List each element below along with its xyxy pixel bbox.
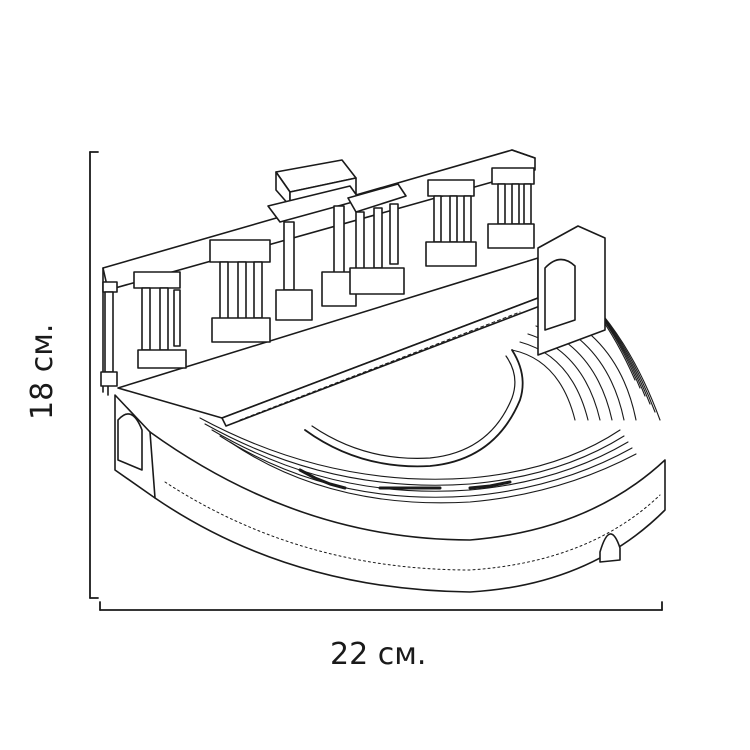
- column-group-1: [100, 281, 118, 387]
- orchestra: [304, 349, 524, 468]
- right-entrance-block: [537, 225, 606, 356]
- width-dimension-line: [99, 601, 663, 611]
- width-label: 22 см.: [330, 637, 427, 672]
- scaenae-columns: [100, 159, 535, 387]
- height-label: 18 см.: [25, 323, 60, 420]
- column-group-4-central: [267, 159, 361, 321]
- column-group-5: [347, 183, 407, 295]
- column-group-2: [133, 271, 187, 369]
- cavea-seating: [199, 249, 661, 504]
- column-group-3: [209, 239, 271, 343]
- height-dimension-line: [89, 151, 99, 599]
- column-group-7: [487, 167, 535, 249]
- cavea-outer-wall: [114, 394, 666, 593]
- column-group-6: [425, 179, 477, 267]
